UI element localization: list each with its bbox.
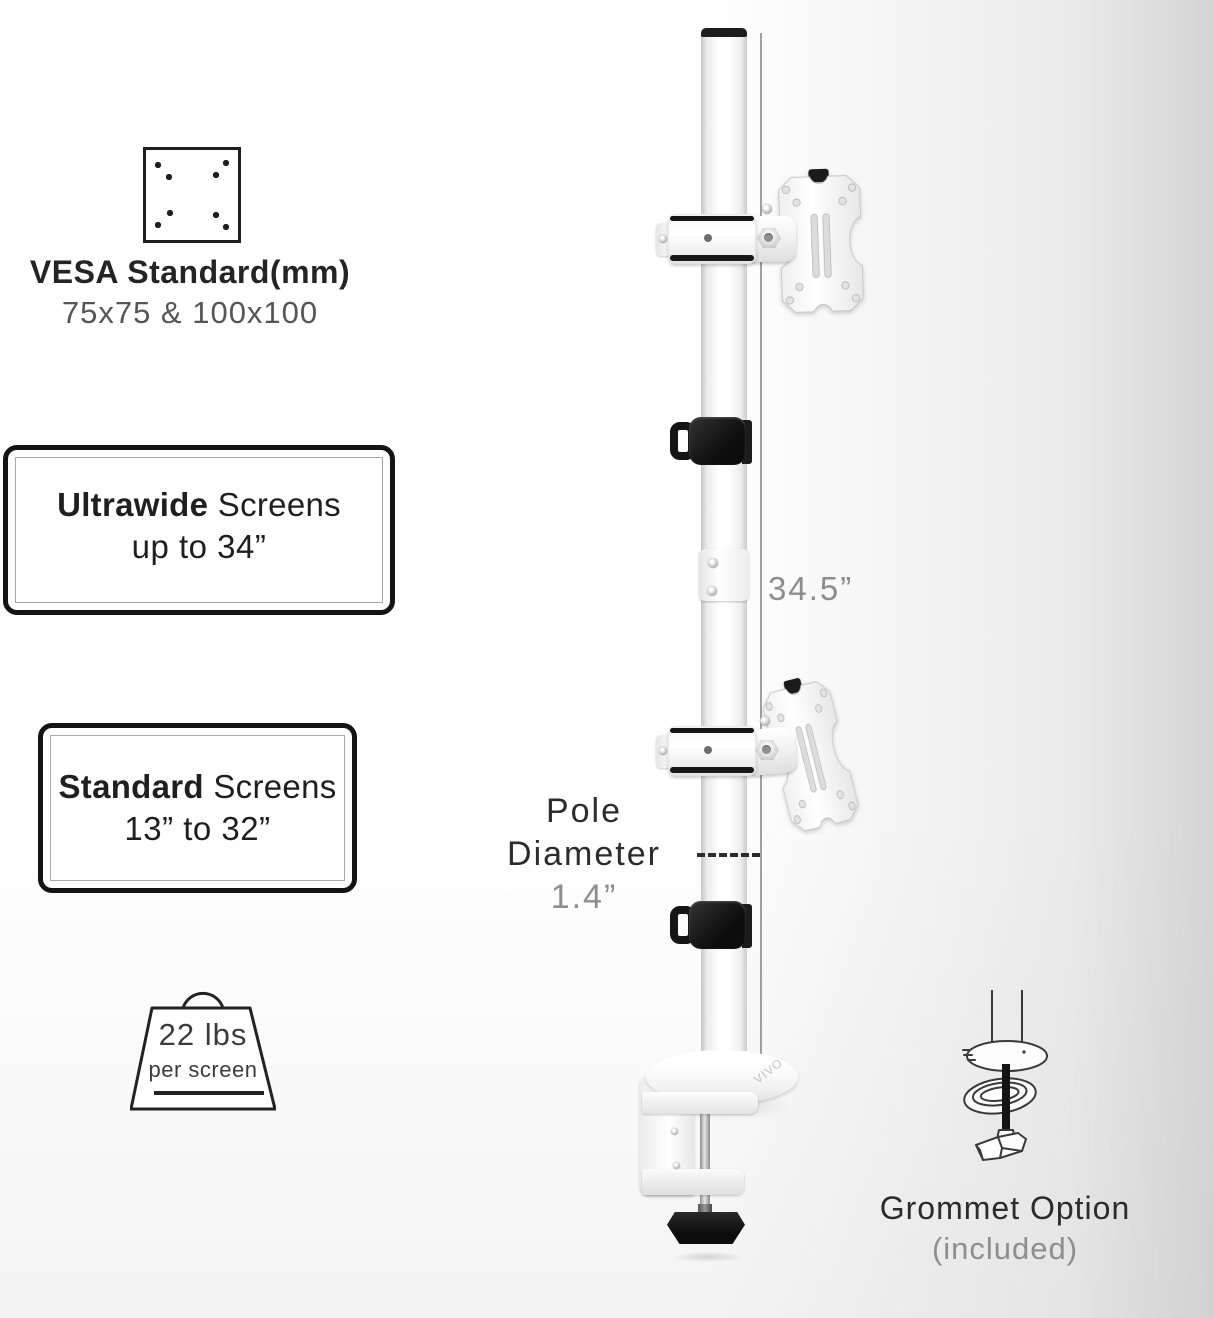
ultrawide-line2: up to 34”	[131, 528, 267, 565]
vesa-subtitle: 75x75 & 100x100	[61, 295, 319, 330]
clamp-hole	[704, 746, 712, 754]
hex-bolt-icon	[757, 227, 781, 249]
clamp-hole	[704, 234, 712, 242]
height-dimension-line	[760, 33, 762, 1059]
pole-diameter-dash-line	[697, 853, 760, 857]
bottom-pole-clamp	[668, 726, 756, 776]
pole-top-cap	[701, 28, 747, 37]
grommet-title: Grommet Option	[879, 1190, 1131, 1226]
ultrawide-screens-badge: Ultrawide Screens up to 34”	[3, 445, 395, 615]
ultrawide-bold-text: Ultrawide	[57, 486, 209, 523]
standard-line1: Standard Screens	[43, 768, 352, 806]
knob-shadow	[660, 1250, 755, 1264]
screw-icon	[659, 235, 667, 243]
vesa-title: VESA Standard(mm)	[29, 254, 351, 290]
clamp-lower-arm	[642, 1169, 744, 1195]
pole-coupler	[699, 549, 749, 601]
standard-line2: 13” to 32”	[124, 810, 271, 847]
cable-clip-top	[689, 417, 746, 465]
pole-diameter-label-2: Diameter	[507, 835, 661, 873]
standard-bold-text: Standard	[58, 768, 204, 805]
clamp-upper-arm	[642, 1092, 758, 1114]
cable-clip-back	[742, 904, 752, 948]
standard-screens-badge: Standard Screens 13” to 32”	[38, 723, 357, 893]
screw-icon	[707, 586, 717, 596]
screw-icon	[708, 558, 718, 568]
weight-unit: per screen	[148, 1057, 258, 1082]
clamp-tightening-knob	[667, 1212, 745, 1244]
hex-bolt-icon	[755, 739, 779, 761]
pole-height-label: 34.5”	[768, 570, 854, 607]
screw-icon	[671, 1128, 678, 1135]
top-pole-clamp	[668, 214, 756, 264]
weight-capacity-group: 22 lbs per screen	[129, 983, 277, 1111]
screw-icon	[760, 716, 770, 726]
pole-diameter-value: 1.4”	[550, 878, 618, 916]
grommet-subtitle: (included)	[931, 1231, 1079, 1266]
cable-clip-bottom	[689, 901, 746, 949]
weight-value: 22 lbs	[158, 1017, 248, 1052]
screw-icon	[762, 204, 772, 214]
grommet-mount-icon	[962, 990, 1048, 1161]
screw-icon	[673, 1162, 680, 1169]
vesa-pattern-icon	[143, 147, 241, 243]
standard-regular-text: Screens	[203, 768, 337, 805]
ultrawide-line1: Ultrawide Screens	[8, 486, 390, 524]
clamp-threaded-rod	[700, 1112, 710, 1216]
cable-clip-back	[742, 420, 752, 464]
pole-diameter-label-1: Pole	[545, 792, 623, 830]
ultrawide-regular-text: Screens	[208, 486, 341, 523]
screw-icon	[659, 747, 667, 755]
weight-icon	[129, 991, 277, 1111]
